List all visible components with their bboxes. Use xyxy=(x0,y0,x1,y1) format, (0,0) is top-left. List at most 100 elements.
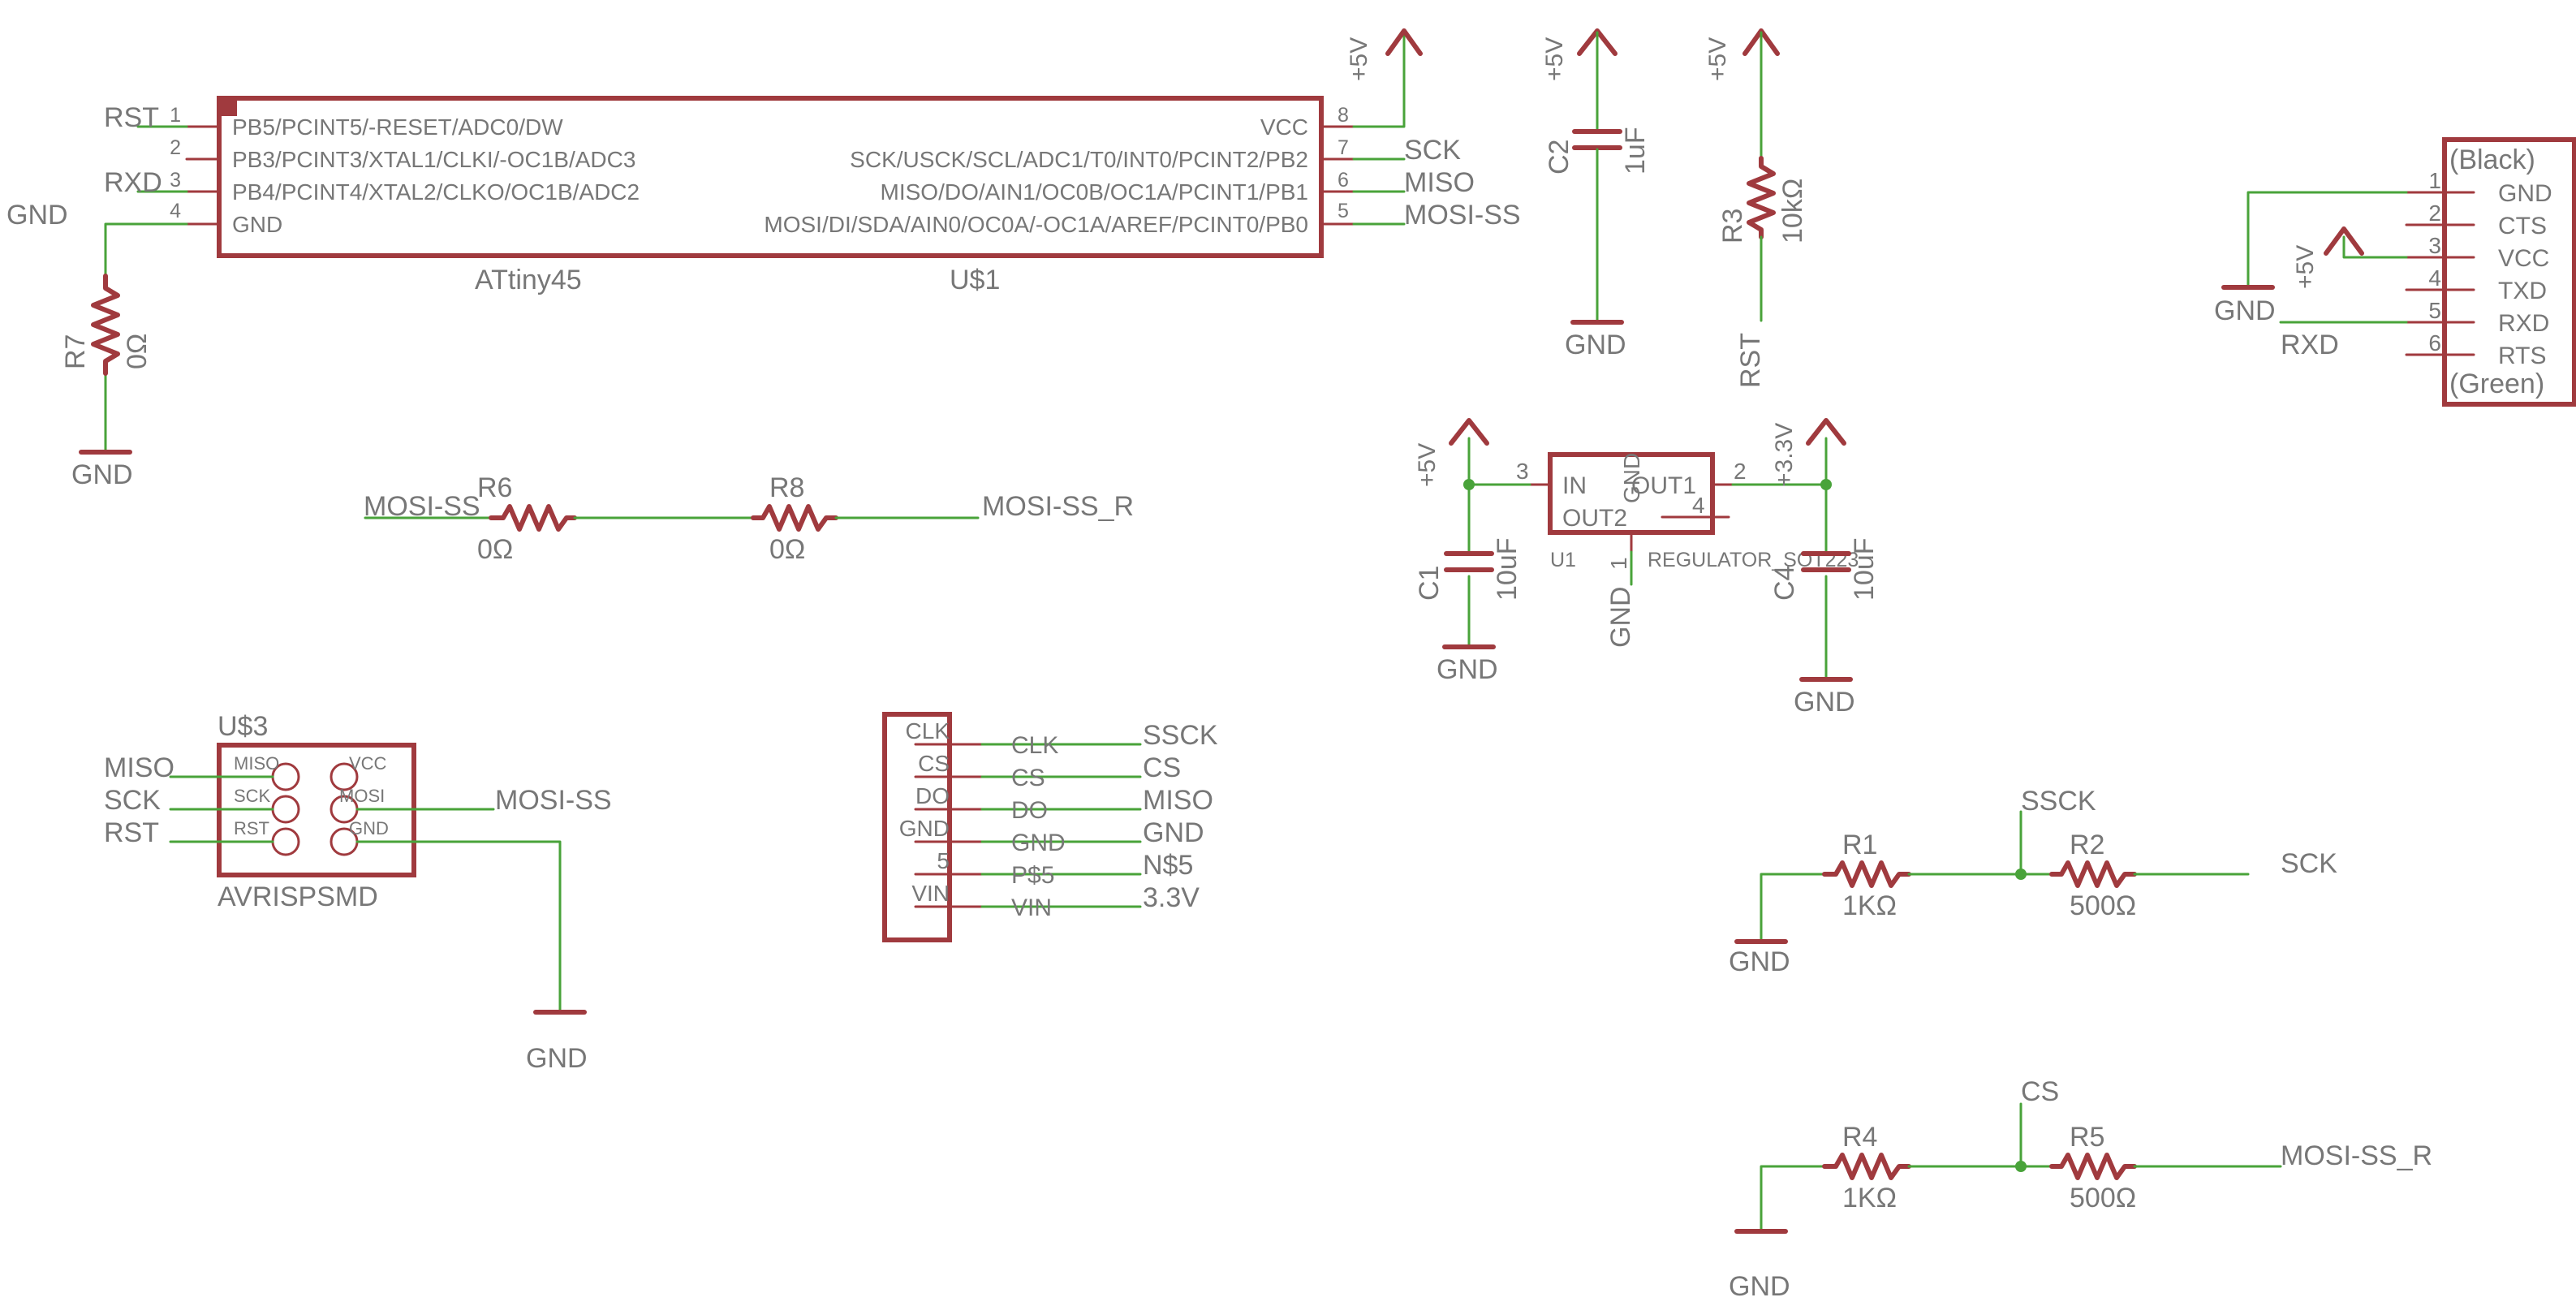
regulator-name: U1 xyxy=(1550,549,1576,571)
ftdi-pin-1-num: 1 xyxy=(2428,168,2441,193)
isp-pin-vcc: VCC xyxy=(349,753,387,774)
r6-value: 0Ω xyxy=(477,534,513,565)
c4-name: C4 xyxy=(1769,566,1800,601)
sd-pin-4-inner: GND xyxy=(899,816,950,841)
divider-sck-ground: GND xyxy=(1729,946,1790,977)
attiny-part-label: ATtiny45 xyxy=(475,265,582,295)
mosi-chain-left-net: MOSI-SS xyxy=(364,491,480,522)
pin1-marker xyxy=(219,98,237,116)
ftdi-pin-2-num: 2 xyxy=(2428,200,2441,226)
capacitor-c2[interactable]: +5V C2 1uF GND xyxy=(1541,28,1651,360)
regulator-pin-out1: OUT1 xyxy=(1631,472,1696,499)
attiny-pin-2-label: PB3/PCINT3/XTAL1/CLKI/-OC1B/ADC3 xyxy=(232,147,635,172)
r4-name[interactable]: R4 xyxy=(1842,1122,1877,1153)
c1-ground-label: GND xyxy=(1437,654,1498,685)
attiny-pin-1-num: 1 xyxy=(170,104,181,127)
resistor-r7[interactable]: R7 0Ω xyxy=(60,274,153,376)
attiny-pin-6-label: MISO/DO/AIN1/OC0B/OC1A/PCINT1/PB1 xyxy=(881,179,1308,205)
attiny-pin-7-num: 7 xyxy=(1338,136,1349,159)
regulator-gnd-net: GND xyxy=(1605,586,1636,648)
isp-net-rst: RST xyxy=(104,817,159,848)
divider-cs-right-net: MOSI-SS_R xyxy=(2281,1140,2432,1171)
attiny-net-wires xyxy=(104,31,1406,452)
r3-value: 10kΩ xyxy=(1777,179,1808,244)
isp-net-sck: SCK xyxy=(104,785,161,816)
divider-sck-mid-net: SSCK xyxy=(2021,786,2096,817)
attiny-pin-8-num: 8 xyxy=(1338,104,1349,127)
c2-supply-label: +5V xyxy=(1541,37,1568,81)
sd-pin-6-inner: VIN xyxy=(911,881,950,906)
capacitor-c1[interactable]: C1 10uF GND xyxy=(1414,538,1523,686)
r1-name[interactable]: R1 xyxy=(1842,830,1877,860)
r2-value: 500Ω xyxy=(2070,890,2136,921)
regulator-out-supply: +3.3V xyxy=(1771,423,1798,487)
r6-name[interactable]: R6 xyxy=(477,472,512,503)
attiny-pin-5-num: 5 xyxy=(1338,200,1349,222)
c1-value: 10uF xyxy=(1492,538,1523,601)
divider-cs-mid-net: CS xyxy=(2021,1076,2059,1107)
r7-value: 0Ω xyxy=(122,334,153,369)
ftdi-pin-6-num: 6 xyxy=(2428,330,2441,356)
r8-name[interactable]: R8 xyxy=(769,472,804,503)
c1-name: C1 xyxy=(1414,566,1445,601)
ftdi-pin-1-label: GND xyxy=(2498,180,2552,207)
isp-pin-mosi: MOSI xyxy=(339,786,385,806)
net-label-mosi-ss: MOSI-SS xyxy=(1404,200,1521,231)
regulator-num-out1: 2 xyxy=(1734,459,1747,484)
supply-5v-attiny: +5V xyxy=(1346,28,1423,81)
isp-header[interactable]: U$3 AVRISPSMD MISO VCC SCK MOSI RST GND xyxy=(217,711,416,912)
regulator-pin-gnd: GND xyxy=(1619,453,1644,503)
sd-net-1-label: SSCK xyxy=(1143,720,1218,751)
net-label-miso: MISO xyxy=(1404,167,1475,198)
attiny-pin-4-label: GND xyxy=(232,212,282,237)
c2-value: 1uF xyxy=(1620,127,1651,175)
capacitor-c4[interactable]: C4 10uF GND xyxy=(1769,538,1880,718)
ftdi-pin-4-num: 4 xyxy=(2428,265,2441,291)
attiny-pin-5-label: MOSI/DI/SDA/AIN0/OC0A/-OC1A/AREF/PCINT0/… xyxy=(764,212,1308,237)
ftdi-ground-label: GND xyxy=(2214,295,2276,326)
ftdi-header[interactable]: (Black) (Green) 1 2 3 4 5 6 GND CTS VCC … xyxy=(2405,137,2576,407)
sd-pin-3-inner: DO xyxy=(915,783,950,808)
r5-value: 500Ω xyxy=(2070,1183,2136,1213)
divider-cs-ground: GND xyxy=(1729,1271,1790,1302)
regulator-num-gnd: 1 xyxy=(1606,557,1631,570)
sd-net-4-label: GND xyxy=(1143,817,1204,848)
attiny-pin-6-num: 6 xyxy=(1338,169,1349,192)
r3-name: R3 xyxy=(1717,209,1748,244)
attiny-pin-2-num: 2 xyxy=(170,136,181,159)
mosi-chain xyxy=(364,504,980,532)
sd-wire-2-label: CS xyxy=(1011,765,1045,791)
divider-sck-right-net: SCK xyxy=(2281,848,2337,879)
divider-cs xyxy=(1734,1102,2282,1234)
ftdi-pin-5-label: RXD xyxy=(2498,310,2549,337)
attiny-name-label: U$1 xyxy=(950,265,1000,295)
attiny45-chip[interactable]: 1 2 3 4 PB5/PCINT5/-RESET/ADC0/DW PB3/PC… xyxy=(170,96,1355,295)
ftdi-pin-5-num: 5 xyxy=(2428,298,2441,323)
isp-net-miso: MISO xyxy=(104,752,174,783)
ftdi-bottom-label: (Green) xyxy=(2449,369,2544,399)
attiny-pin-4-num: 4 xyxy=(170,200,181,222)
r8-value: 0Ω xyxy=(769,534,805,565)
isp-ground-label: GND xyxy=(526,1043,588,1074)
ftdi-top-label: (Black) xyxy=(2449,144,2535,175)
regulator-num-in: 3 xyxy=(1516,459,1529,484)
ftdi-rxd-net-label: RXD xyxy=(2281,330,2339,360)
resistor-r3[interactable]: +5V R3 10kΩ RST xyxy=(1704,28,1808,388)
sd-pin-2-inner: CS xyxy=(918,751,950,776)
isp-part: AVRISPSMD xyxy=(218,881,378,912)
sd-header[interactable]: CLK CS DO GND 5 VIN xyxy=(882,712,984,942)
attiny-pin-3-label: PB4/PCINT4/XTAL2/CLKO/OC1B/ADC2 xyxy=(232,179,640,205)
sd-pin-5-inner: 5 xyxy=(937,848,950,873)
r5-name[interactable]: R5 xyxy=(2070,1122,2104,1153)
divider-sck xyxy=(1734,810,2250,944)
regulator-u1[interactable]: IN OUT1 OUT2 GND 3 2 4 1 U1 REGULATOR_SO… xyxy=(1516,452,1859,648)
net-label-rst: RST xyxy=(104,102,159,133)
regulator-in-supply: +5V xyxy=(1414,443,1441,487)
net-label-sck: SCK xyxy=(1404,135,1461,166)
net-label-rxd: RXD xyxy=(104,167,162,198)
sd-wire-6-label: VIN xyxy=(1011,894,1052,921)
r3-supply-label: +5V xyxy=(1704,37,1731,81)
r2-name[interactable]: R2 xyxy=(2070,830,2104,860)
ftdi-pin-3-num: 3 xyxy=(2428,233,2441,258)
